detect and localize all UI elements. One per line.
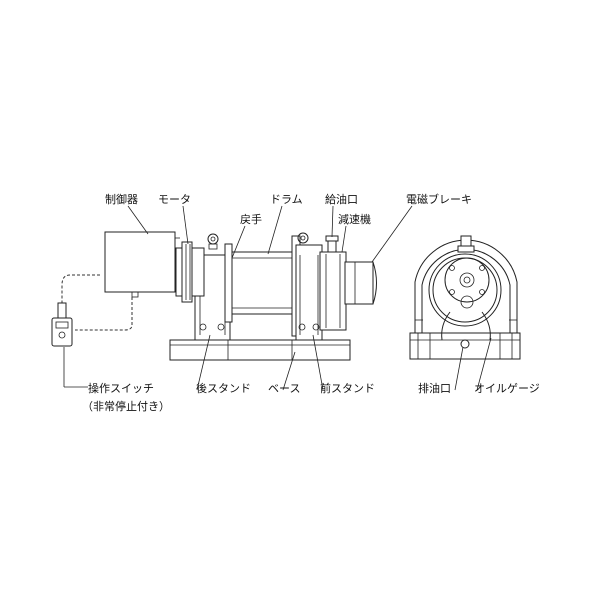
oil-drain-plug: [460, 339, 470, 349]
oil-inlet-plug: [327, 239, 337, 253]
label-front-stand: 前スタンド: [320, 382, 375, 395]
operation-switch-assembly: [51, 274, 133, 347]
brake-shape: [344, 261, 374, 305]
drum-shape: [229, 251, 296, 315]
brake-disc: [444, 257, 490, 303]
controller-box: [104, 231, 176, 293]
label-controller: 制御器: [105, 193, 138, 206]
label-reducer: 減速機: [338, 213, 371, 226]
label-oil-drain: 排油口: [418, 382, 451, 395]
label-electromagnetic-brake: 電磁ブレーキ: [406, 193, 472, 206]
label-rear-stand: 後スタンド: [196, 382, 251, 395]
label-operation-switch: 操作スイッチ: [88, 382, 154, 395]
leader-lines: [63, 205, 492, 391]
label-operation-switch-note: （非常停止付き）: [82, 400, 170, 413]
reducer-disc: [428, 253, 502, 327]
side-view: [104, 231, 377, 361]
base-frame: [169, 339, 351, 361]
label-motor: モータ: [158, 193, 191, 206]
label-oil-inlet: 給油口: [325, 193, 358, 206]
front-view: [409, 235, 521, 360]
label-drum: ドラム: [270, 193, 303, 206]
label-oil-gauge: オイルゲージ: [474, 382, 540, 395]
reducer-shape: [319, 251, 347, 331]
label-base: ベース: [268, 382, 301, 395]
label-flange: 戻手: [240, 213, 262, 226]
